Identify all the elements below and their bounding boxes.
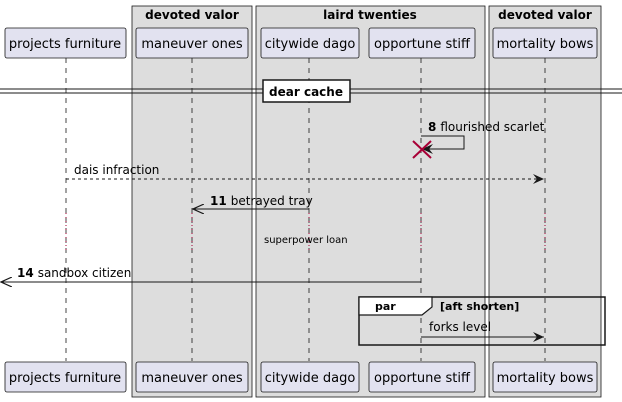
participant-label: maneuver ones bbox=[141, 37, 242, 52]
delay-note: superpower loan bbox=[264, 235, 348, 246]
group-box-title: devoted valor bbox=[498, 8, 592, 22]
participant-tail-opportune-stiff[interactable]: opportune stiff bbox=[368, 361, 476, 393]
participant-label: citywide dago bbox=[265, 37, 356, 52]
participant-label: opportune stiff bbox=[374, 37, 471, 52]
participant-label: projects furniture bbox=[9, 37, 121, 52]
message-dais-infraction: dais infraction bbox=[66, 163, 544, 184]
participant-head-maneuver-ones[interactable]: maneuver ones bbox=[135, 27, 249, 59]
participant-label: projects furniture bbox=[9, 371, 121, 386]
group-box-title: laird twenties bbox=[323, 8, 417, 22]
participant-head-opportune-stiff[interactable]: opportune stiff bbox=[368, 27, 476, 59]
message-label: sandbox citizen bbox=[38, 266, 132, 280]
message-label: betrayed tray bbox=[231, 194, 313, 208]
participant-head-projects-furniture[interactable]: projects furniture bbox=[4, 27, 127, 59]
destroy-mark-icon bbox=[412, 140, 432, 159]
participant-tail-citywide-dago[interactable]: citywide dago bbox=[260, 361, 360, 393]
message-sandbox-citizen: 14 sandbox citizen bbox=[1, 266, 421, 282]
message-number: 8 bbox=[428, 120, 436, 134]
par-fragment: par [aft shorten] bbox=[358, 296, 606, 346]
message-flourished-scarlet: 8 flourished scarlet bbox=[421, 120, 545, 154]
participant-label: maneuver ones bbox=[141, 371, 242, 386]
participant-tail-mortality-bows[interactable]: mortality bows bbox=[492, 361, 598, 393]
participant-label: mortality bows bbox=[497, 371, 594, 386]
participant-label: mortality bows bbox=[497, 37, 594, 52]
participant-tail-projects-furniture[interactable]: projects furniture bbox=[4, 361, 127, 393]
message-label: dais infraction bbox=[74, 163, 159, 177]
message-label: flourished scarlet bbox=[440, 120, 544, 134]
message-betrayed-tray: 11 betrayed tray bbox=[193, 194, 313, 209]
divider: dear cache bbox=[0, 79, 622, 103]
group-box-2: laird twenties bbox=[255, 5, 486, 398]
message-forks-level: forks level bbox=[421, 320, 544, 342]
participant-tail-maneuver-ones[interactable]: maneuver ones bbox=[135, 361, 249, 393]
participant-label: citywide dago bbox=[265, 371, 356, 386]
participant-label: opportune stiff bbox=[374, 371, 471, 386]
message-label: forks level bbox=[429, 320, 491, 334]
message-number: 14 bbox=[17, 266, 34, 280]
fragment-condition: [aft shorten] bbox=[440, 300, 519, 313]
message-number: 11 bbox=[210, 194, 227, 208]
delay-gap: superpower loan bbox=[65, 213, 546, 252]
participant-head-mortality-bows[interactable]: mortality bows bbox=[492, 27, 598, 59]
divider-label: dear cache bbox=[269, 85, 343, 99]
participant-head-citywide-dago[interactable]: citywide dago bbox=[260, 27, 360, 59]
fragment-keyword: par bbox=[375, 300, 396, 313]
group-box-title: devoted valor bbox=[145, 8, 239, 22]
